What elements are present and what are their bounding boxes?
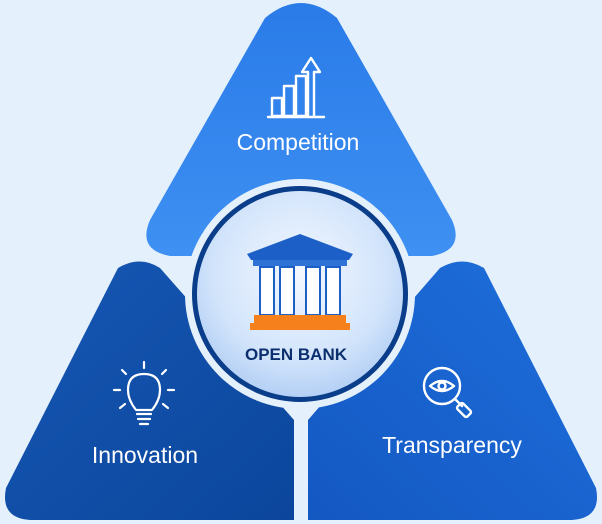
bank-building-icon [247, 234, 353, 330]
transparency-label: Transparency [382, 432, 522, 458]
transparency-segment-shape [308, 261, 597, 520]
lightbulb-icon [112, 360, 176, 426]
innovation-label: Innovation [92, 442, 198, 468]
segment-competition: Competition [146, 3, 456, 256]
center-open-bank: OPEN BANK [185, 179, 415, 409]
segment-transparency: Transparency [308, 261, 597, 520]
center-circle-fill [197, 191, 403, 397]
center-label: OPEN BANK [245, 345, 348, 364]
innovation-segment-shape [5, 261, 294, 520]
competition-segment-shape [146, 3, 456, 256]
segment-innovation: Innovation [5, 261, 294, 520]
competition-label: Competition [237, 129, 360, 155]
eye-magnifier-icon [422, 366, 473, 419]
growth-chart-arrow-icon [266, 56, 326, 119]
